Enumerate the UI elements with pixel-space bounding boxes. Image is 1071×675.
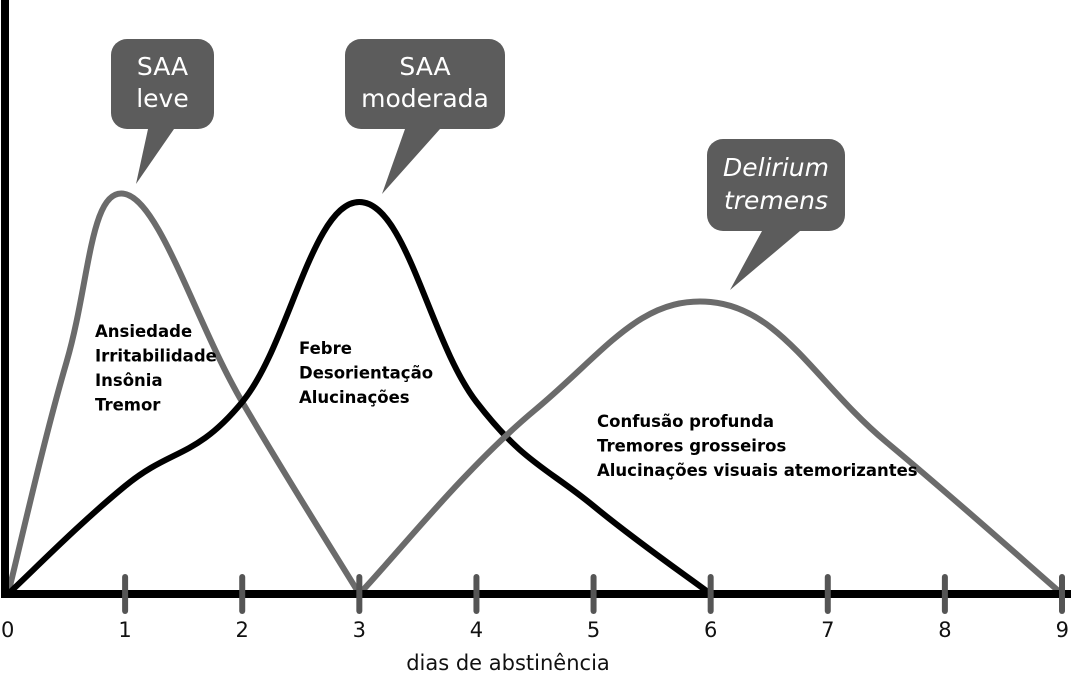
symptom-saa-leve-1: Irritabilidade bbox=[95, 347, 217, 366]
symptom-saa-moderada-2: Alucinações bbox=[299, 388, 410, 407]
curve-delirium-tremens bbox=[356, 298, 1065, 597]
x-tick-label-4: 4 bbox=[470, 618, 483, 642]
bubble-saa-leve bbox=[111, 39, 214, 129]
x-tick-label-0: 0 bbox=[1, 618, 14, 642]
bubble-saa-moderada bbox=[345, 39, 505, 129]
bubble-label-delirium-tremens-0: Delirium bbox=[723, 153, 829, 182]
bubble-label-saa-moderada-1: moderada bbox=[361, 84, 489, 113]
x-tick-label-9: 9 bbox=[1056, 618, 1069, 642]
symptom-saa-leve-0: Ansiedade bbox=[95, 322, 192, 341]
bubble-tail-delirium-tremens bbox=[730, 231, 800, 290]
x-tick-label-1: 1 bbox=[118, 618, 131, 642]
x-tick-label-6: 6 bbox=[704, 618, 717, 642]
bubble-tail-saa-moderada bbox=[382, 129, 440, 194]
bubble-label-saa-leve-0: SAA bbox=[137, 52, 188, 81]
curves-layer bbox=[5, 190, 1065, 597]
bubble-label-saa-moderada-0: SAA bbox=[399, 52, 450, 81]
symptom-saa-leve-3: Tremor bbox=[95, 396, 161, 415]
x-tick-label-8: 8 bbox=[938, 618, 951, 642]
curve-saa-moderada bbox=[5, 199, 714, 597]
axes-layer: 0 1 2 3 4 5 6 7 8 9 bbox=[1, 0, 1071, 642]
symptom-saa-moderada-1: Desorientação bbox=[299, 364, 433, 383]
symptom-saa-leve-2: Insônia bbox=[95, 371, 163, 390]
bubble-tail-saa-leve bbox=[136, 129, 174, 184]
symptom-saa-moderada-0: Febre bbox=[299, 339, 352, 358]
bubble-label-delirium-tremens-1: tremens bbox=[724, 186, 828, 215]
symptom-delirium-tremens-2: Alucinações visuais atemorizantes bbox=[597, 461, 918, 480]
symptom-delirium-tremens-0: Confusão profunda bbox=[597, 412, 774, 431]
bubble-label-saa-leve-1: leve bbox=[136, 84, 189, 113]
x-axis-title: dias de abstinência bbox=[406, 651, 610, 675]
x-tick-label-2: 2 bbox=[236, 618, 249, 642]
symptom-delirium-tremens-1: Tremores grosseiros bbox=[597, 437, 786, 456]
x-tick-label-7: 7 bbox=[821, 618, 834, 642]
curve-saa-leve bbox=[5, 190, 363, 597]
x-tick-label-3: 3 bbox=[353, 618, 366, 642]
bubble-delirium-tremens bbox=[707, 139, 845, 231]
x-tick-label-5: 5 bbox=[587, 618, 600, 642]
